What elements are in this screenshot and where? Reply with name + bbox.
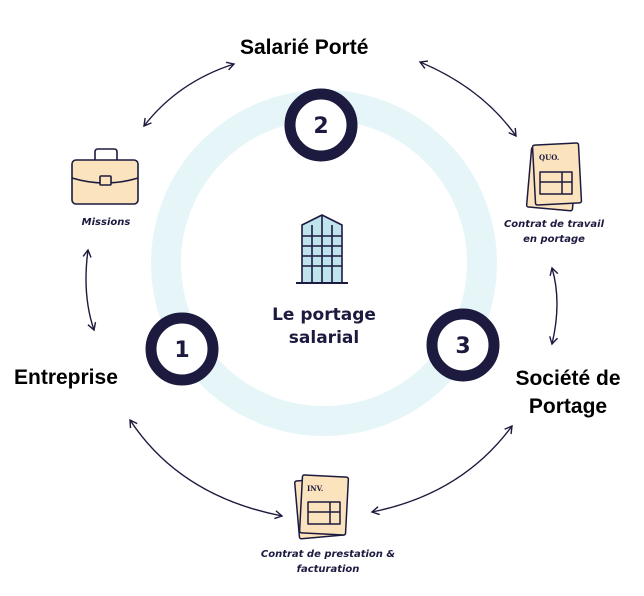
step-3-number: 3 <box>455 334 470 359</box>
label-contrat-travail: Contrat de travail en portage <box>490 218 618 247</box>
center-title: Le portage salarial <box>254 304 394 350</box>
arrow-bottom-right <box>370 424 513 516</box>
label-contrat-prestation: Contrat de prestation & facturation <box>244 548 412 577</box>
label-contrat-travail-line-1: Contrat de travail <box>503 219 605 230</box>
arrow-right <box>549 266 559 346</box>
invoice-tag: INV. <box>307 484 323 493</box>
party-entreprise: Entreprise <box>14 366 118 389</box>
center-title-line-1: Le portage <box>272 305 376 325</box>
invoice-document-icon: INV. <box>293 474 350 540</box>
label-contrat-travail-line-2: en portage <box>523 233 585 245</box>
arrow-bottom-left <box>129 418 284 520</box>
step-3-badge: 3 <box>426 308 500 382</box>
quote-document-icon: QUO. <box>525 142 583 212</box>
step-2-number: 2 <box>313 114 328 139</box>
party-societe-line-2: Portage <box>528 395 608 419</box>
label-contrat-prestation-line-1: Contrat de prestation & <box>260 549 396 560</box>
party-salarie-porte: Salarié Porté <box>240 36 369 59</box>
step-2-badge: 2 <box>284 88 358 162</box>
label-contrat-prestation-line-2: facturation <box>296 563 360 575</box>
arrow-top-right <box>418 60 517 138</box>
party-societe-de-portage: Société de Portage <box>498 365 638 422</box>
step-1-badge: 1 <box>145 312 219 386</box>
center-title-line-2: salarial <box>288 327 360 348</box>
quote-tag: QUO. <box>539 153 559 162</box>
label-missions: Missions <box>81 217 131 228</box>
building-icon <box>296 214 348 284</box>
step-1-number: 1 <box>174 338 189 363</box>
arrow-left <box>82 248 97 332</box>
arrow-top-left <box>143 61 236 128</box>
briefcase-icon <box>71 148 139 205</box>
party-societe-line-1: Société de <box>515 367 621 390</box>
